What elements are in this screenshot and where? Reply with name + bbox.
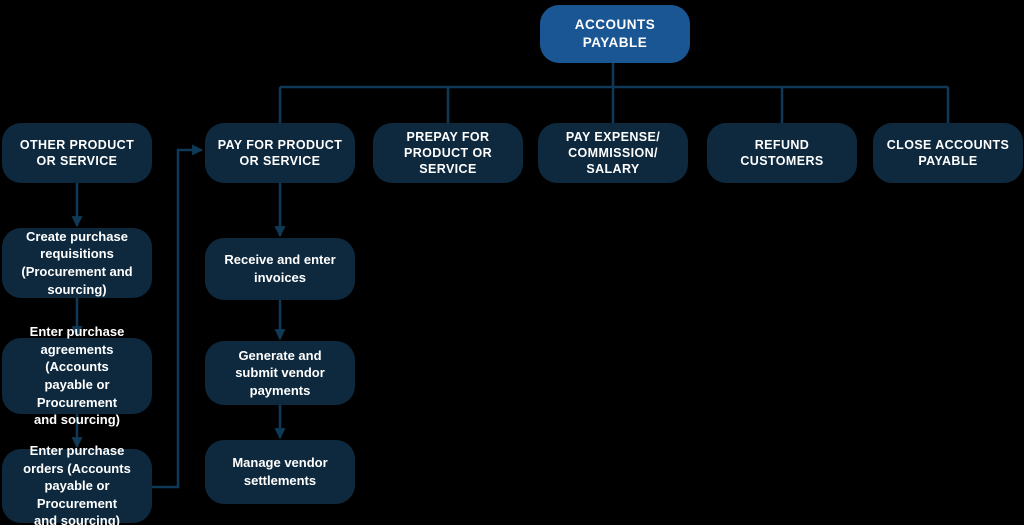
node-accounts-payable: ACCOUNTS PAYABLE [540,5,690,63]
node-refund-customers: REFUND CUSTOMERS [707,123,857,183]
node-other-product-or-service: OTHER PRODUCT OR SERVICE [2,123,152,183]
node-generate-submit-vendor-payments: Generate and submit vendor payments [205,341,355,405]
node-manage-vendor-settlements: Manage vendor settlements [205,440,355,504]
node-pay-for-product-or-service: PAY FOR PRODUCT OR SERVICE [205,123,355,183]
node-create-purchase-requisitions: Create purchase requisitions (Procuremen… [2,228,152,298]
node-close-accounts-payable: CLOSE ACCOUNTS PAYABLE [873,123,1023,183]
node-pay-expense-commission-salary: PAY EXPENSE/ COMMISSION/ SALARY [538,123,688,183]
node-prepay-for-product-or-service: PREPAY FOR PRODUCT OR SERVICE [373,123,523,183]
connector-root-rail [278,63,950,123]
arrow-orders-to-pay-loop [152,144,204,489]
node-enter-purchase-agreements: Enter purchase agreements (Accounts paya… [2,324,152,427]
node-receive-and-enter-invoices: Receive and enter invoices [205,238,355,300]
node-enter-purchase-orders: Enter purchase orders (Accounts payable … [2,443,152,525]
